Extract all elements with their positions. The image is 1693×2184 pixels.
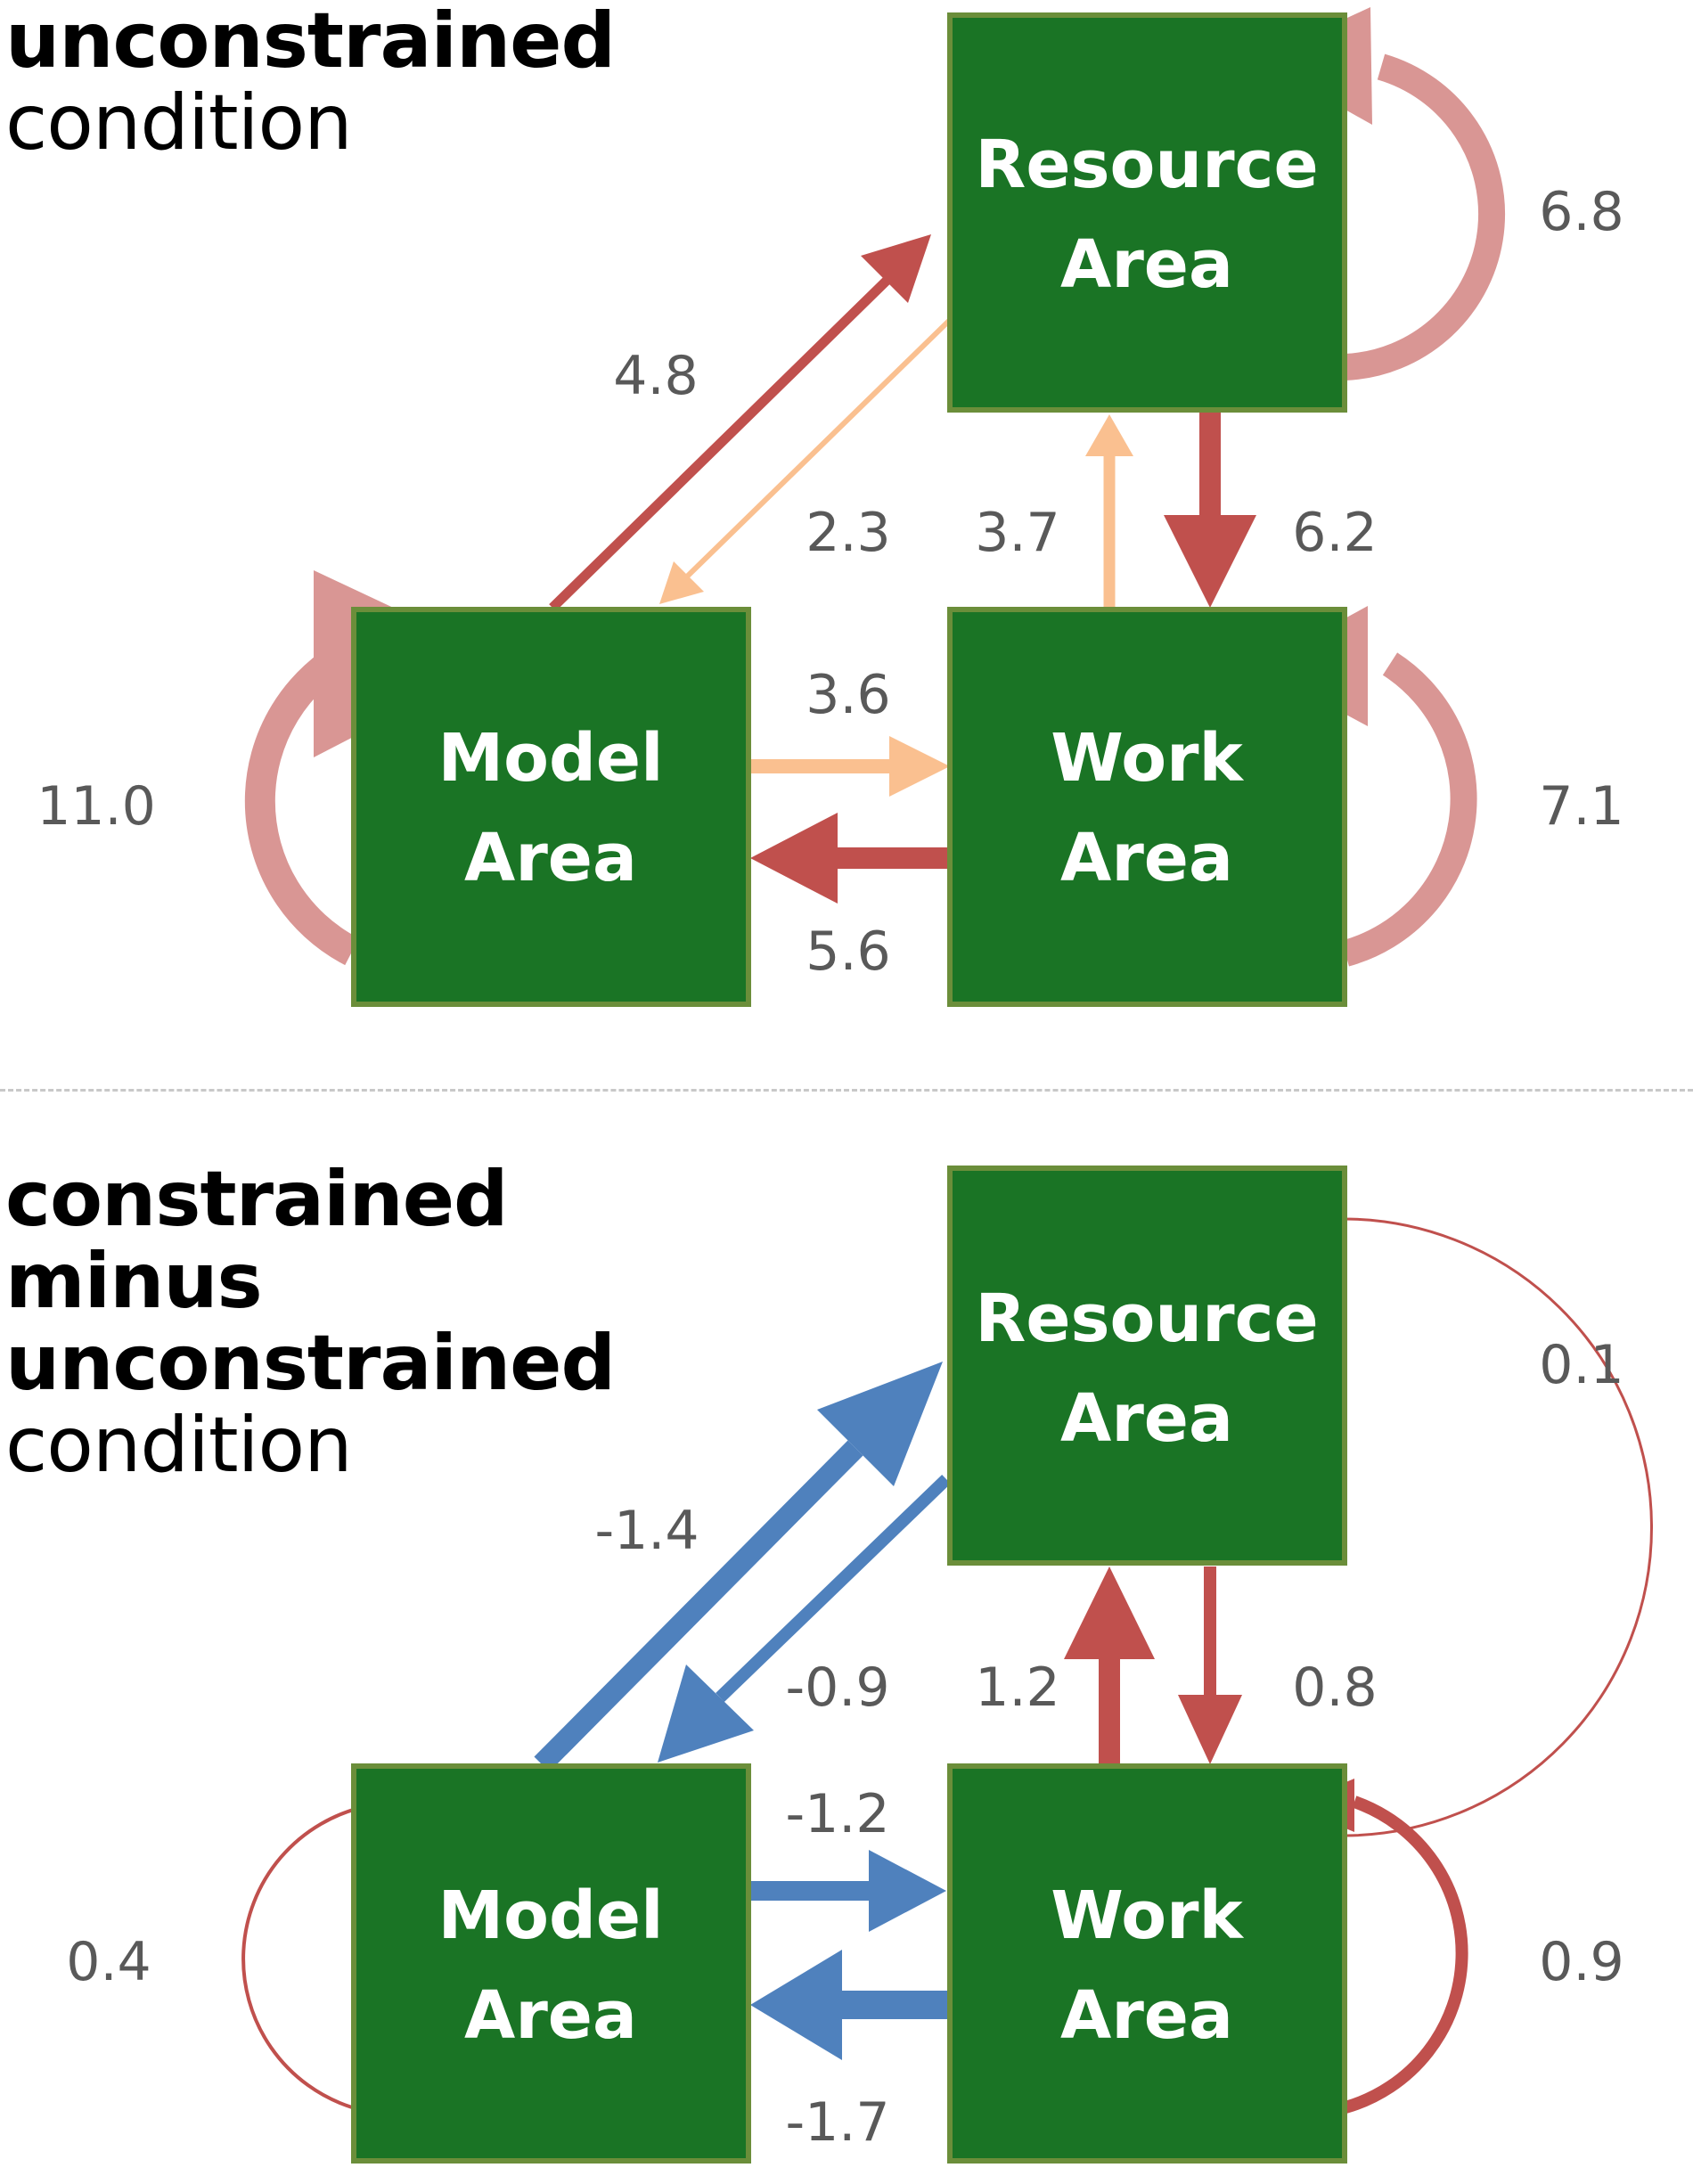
edge-value-work-self: 7.1 xyxy=(1539,775,1623,838)
edge-resource-to-model xyxy=(659,318,952,604)
edge-value-resource-to-work: 0.8 xyxy=(1292,1656,1377,1719)
edge-resource-self-loop xyxy=(1301,1205,1653,1837)
node-resource-area: Resource Area xyxy=(947,12,1347,413)
node-work-area: Work Area xyxy=(947,1763,1347,2164)
node-label-line1: Resource xyxy=(975,127,1318,203)
edge-value-work-to-model: 5.6 xyxy=(806,920,890,983)
flow-diagram: Resource Area Model Area Work Area 4.8 2… xyxy=(37,7,1624,1007)
panel-unconstrained: unconstrained condition xyxy=(0,0,1693,1089)
edge-value-model-to-resource: -1.4 xyxy=(594,1500,699,1562)
node-label-line2: Area xyxy=(464,1977,637,2054)
edge-value-work-self: 0.9 xyxy=(1539,1931,1623,1993)
edge-value-resource-self: 6.8 xyxy=(1539,181,1623,243)
node-label-line2: Area xyxy=(1060,226,1233,303)
edge-value-resource-to-model: 2.3 xyxy=(806,502,890,564)
node-label-line1: Model xyxy=(438,720,663,797)
heading-rest: condition xyxy=(5,1401,353,1490)
edge-value-work-to-resource: 3.7 xyxy=(975,502,1059,564)
heading-bold: unconstrained xyxy=(5,0,616,86)
edge-work-to-resource xyxy=(1064,1566,1155,1764)
edge-value-resource-to-model: -0.9 xyxy=(785,1656,889,1719)
edge-resource-to-work xyxy=(1164,412,1256,608)
edge-value-work-to-model: -1.7 xyxy=(785,2091,889,2154)
panel-difference: constrained minus unconstrained conditio… xyxy=(0,1089,1693,2184)
edge-value-model-to-work: 3.6 xyxy=(806,664,890,726)
edge-value-resource-self: 0.1 xyxy=(1539,1334,1623,1396)
edge-value-model-to-resource: 4.8 xyxy=(613,345,698,407)
panel-heading: unconstrained condition xyxy=(5,0,616,168)
edge-value-model-self: 11.0 xyxy=(37,775,156,838)
edge-value-resource-to-work: 6.2 xyxy=(1292,502,1377,564)
edge-value-model-self: 0.4 xyxy=(66,1931,151,1993)
edge-work-to-model xyxy=(750,813,950,904)
edge-work-to-model xyxy=(750,1950,948,2060)
edge-work-to-resource xyxy=(1085,414,1133,608)
edge-model-to-resource xyxy=(549,234,931,611)
node-label-line1: Model xyxy=(438,1877,663,1954)
node-label-line2: Area xyxy=(464,820,637,896)
node-label-line1: Resource xyxy=(975,1280,1318,1357)
node-model-area: Model Area xyxy=(351,1763,751,2164)
node-label-line1: Work xyxy=(1051,720,1244,797)
node-label-line2: Area xyxy=(1060,820,1233,896)
edge-value-work-to-resource: 1.2 xyxy=(975,1656,1059,1719)
heading-bold: constrained minus unconstrained xyxy=(5,1155,616,1408)
edge-resource-to-work xyxy=(1178,1566,1242,1764)
panel-heading: constrained minus unconstrained conditio… xyxy=(5,1158,683,1486)
node-work-area: Work Area xyxy=(947,607,1347,1007)
edge-model-to-resource xyxy=(534,1362,943,1772)
node-resource-area: Resource Area xyxy=(947,1166,1347,1566)
heading-rest: condition xyxy=(5,78,353,168)
panel-divider xyxy=(0,1089,1693,1092)
edge-resource-to-model xyxy=(658,1474,951,1763)
node-label-line2: Area xyxy=(1060,1977,1233,2054)
flow-diagram: Resource Area Model Area Work Area -1.4 … xyxy=(66,1166,1653,2164)
edge-model-to-work xyxy=(750,736,950,797)
edge-value-model-to-work: -1.2 xyxy=(785,1783,889,1845)
edge-model-to-work xyxy=(750,1850,946,1932)
node-label-line2: Area xyxy=(1060,1380,1233,1457)
node-model-area: Model Area xyxy=(351,607,751,1007)
node-label-line1: Work xyxy=(1051,1877,1244,1954)
